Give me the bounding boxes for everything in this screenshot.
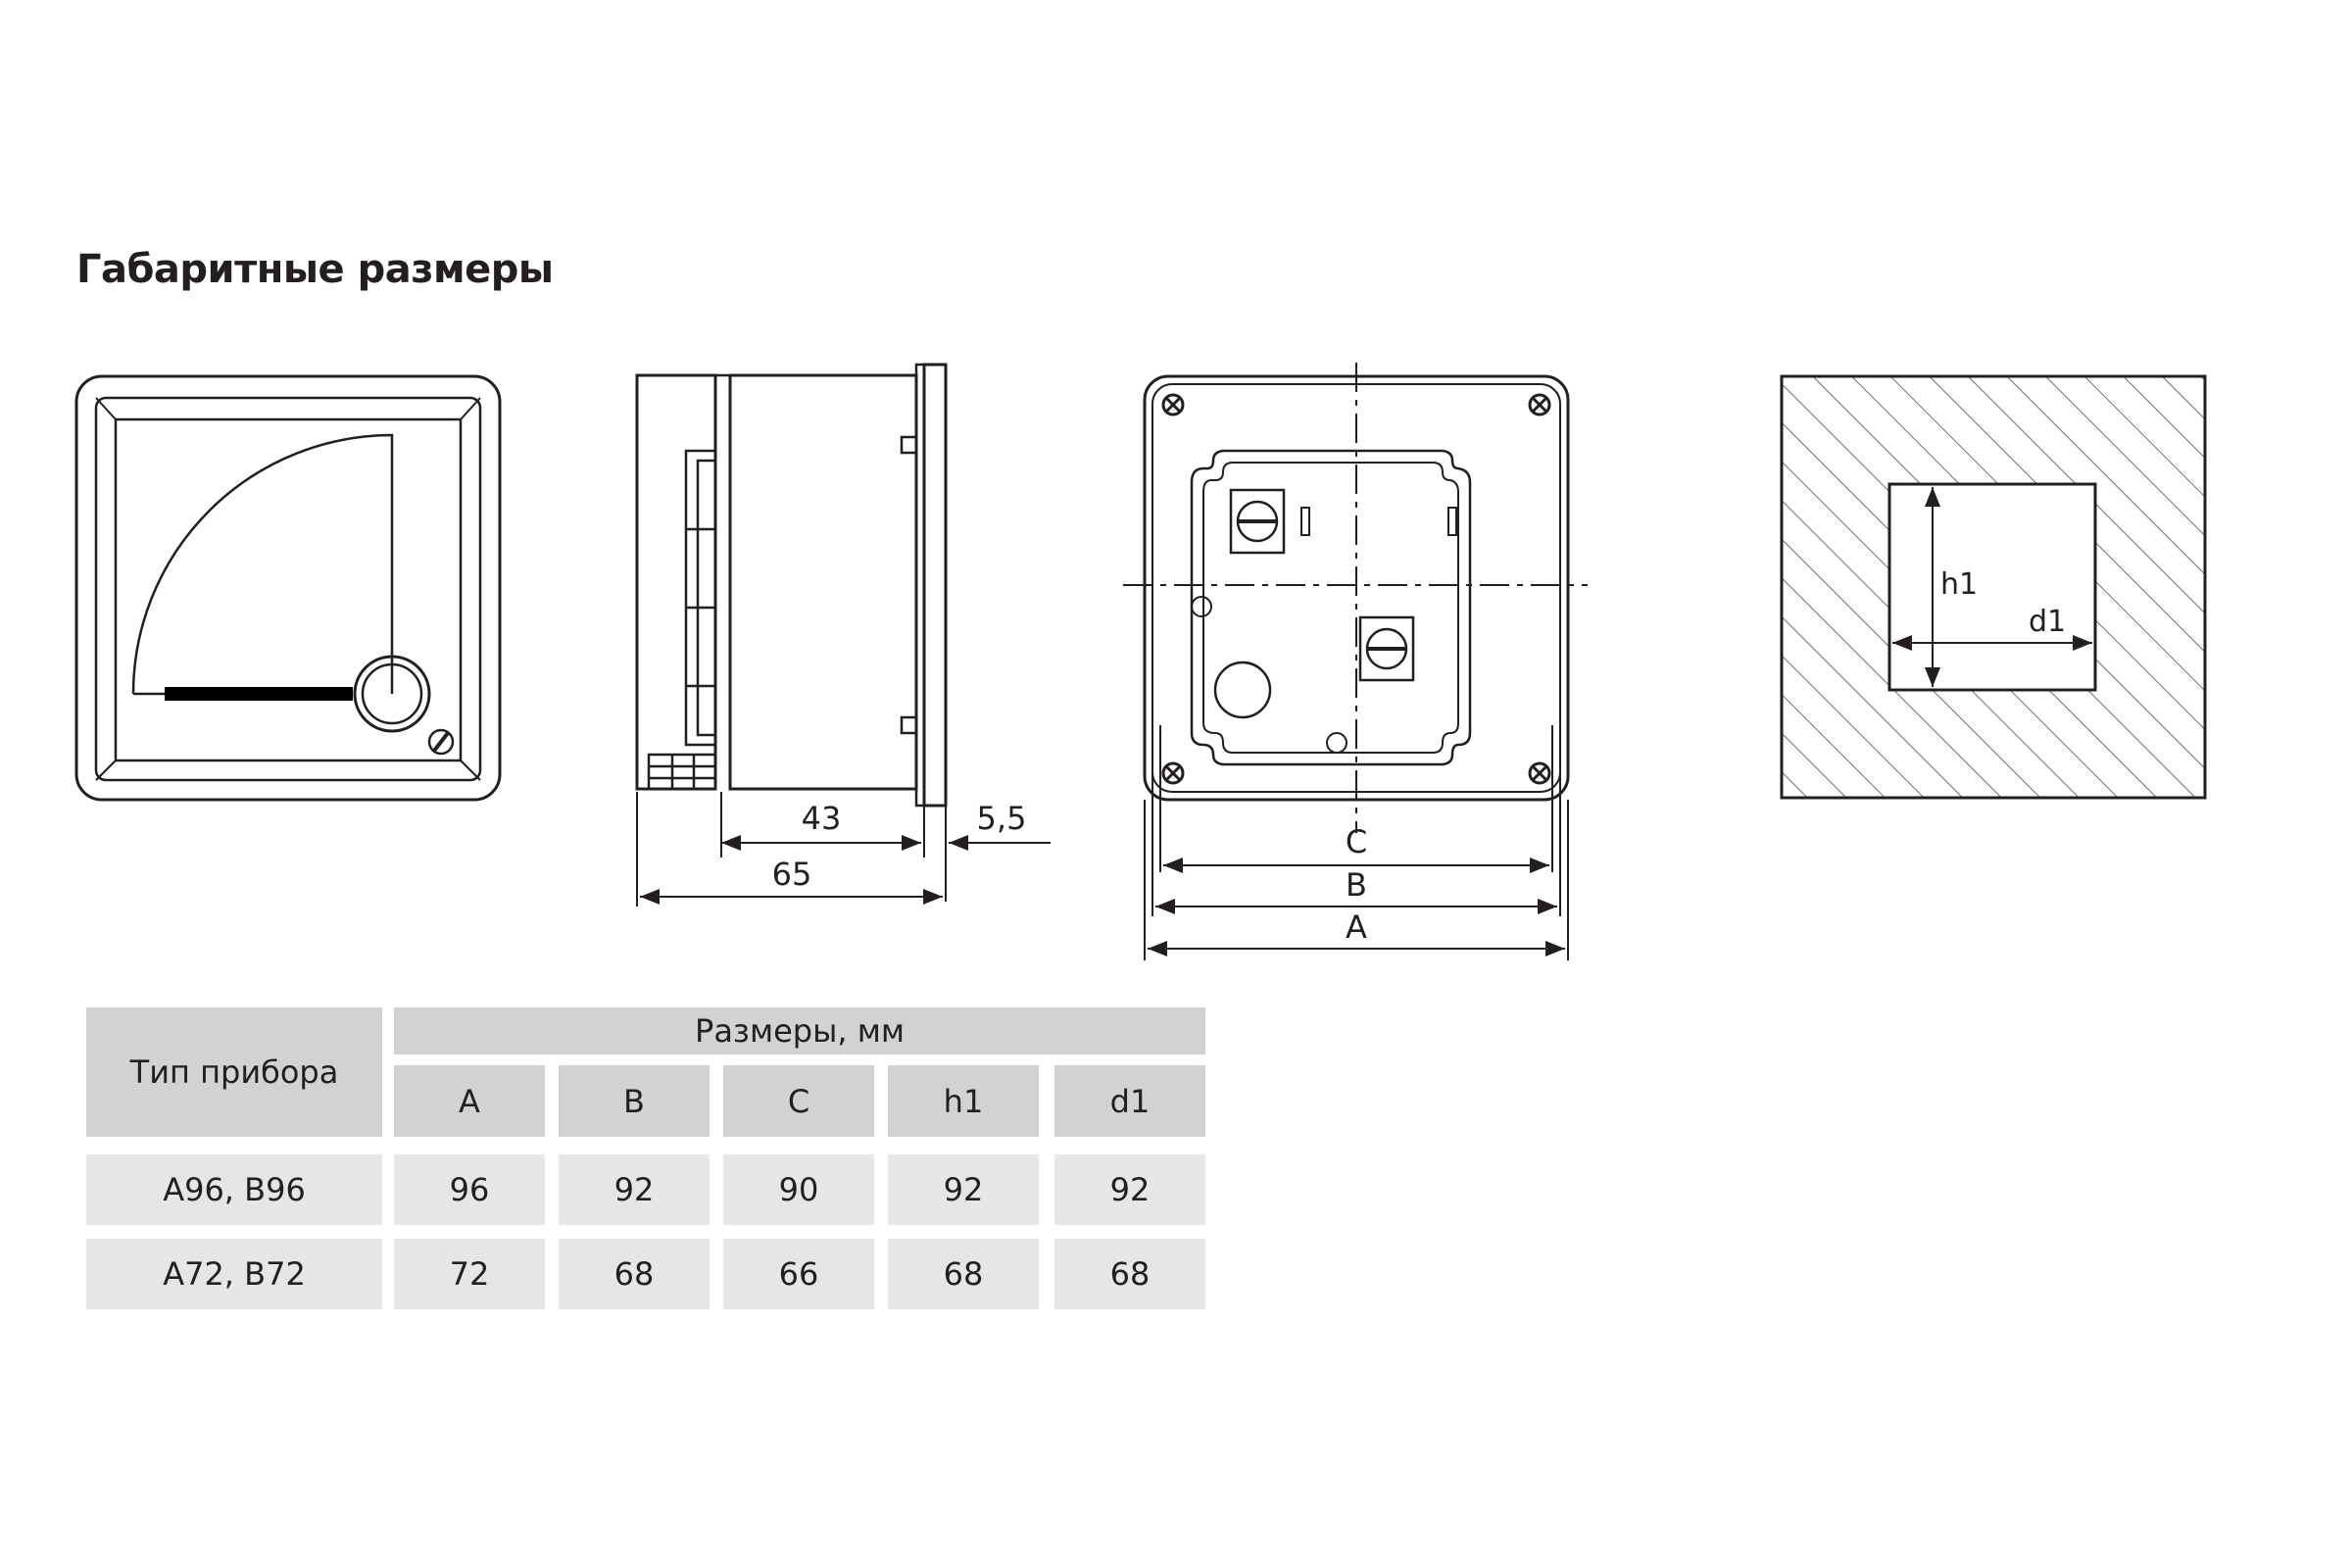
column-header-c: C xyxy=(723,1065,874,1137)
table-row-2-h1: 68 xyxy=(888,1239,1039,1309)
table-row-1-c: 90 xyxy=(723,1154,874,1225)
dimension-label-c: C xyxy=(1346,823,1367,860)
table-row-2-d1: 68 xyxy=(1054,1239,1205,1309)
table-row-2-b: 68 xyxy=(559,1239,710,1309)
back-centerlines xyxy=(1123,363,1588,833)
cutout-height-label: h1 xyxy=(1940,567,1978,602)
table-row-1-d1: 92 xyxy=(1054,1154,1205,1225)
type-header: Тип прибора xyxy=(86,1007,382,1137)
table-row-2-type: A72, B72 xyxy=(86,1239,382,1309)
column-header-a: A xyxy=(394,1065,545,1137)
table-row-1-type: A96, B96 xyxy=(86,1154,382,1225)
dimension-label-65: 65 xyxy=(772,856,812,893)
table-row-1-h1: 92 xyxy=(888,1154,1039,1225)
cutout-width-label: d1 xyxy=(2029,605,2066,639)
table-row-2-a: 72 xyxy=(394,1239,545,1309)
column-header-b: B xyxy=(559,1065,710,1137)
table-row-1-a: 96 xyxy=(394,1154,545,1225)
dimensions-table: Тип прибора Размеры, мм A B C h1 d1 A96,… xyxy=(86,1007,1205,1311)
panel-cutout xyxy=(1780,374,2207,800)
side-dimension-lines xyxy=(636,792,1051,906)
front-view xyxy=(74,374,502,802)
dimension-label-b: B xyxy=(1346,866,1367,904)
dimension-label-a: A xyxy=(1346,908,1367,946)
side-view xyxy=(635,363,948,808)
dimension-label-43: 43 xyxy=(802,800,842,837)
back-dimension-lines xyxy=(1144,725,1569,960)
table-row-1-b: 92 xyxy=(559,1154,710,1225)
table-row-2-c: 66 xyxy=(723,1239,874,1309)
dimension-label-5-5: 5,5 xyxy=(977,800,1027,837)
column-header-h1: h1 xyxy=(888,1065,1039,1137)
column-header-d1: d1 xyxy=(1054,1065,1205,1137)
dimensions-group-header: Размеры, мм xyxy=(394,1007,1205,1054)
page-title: Габаритные размеры xyxy=(76,247,554,292)
